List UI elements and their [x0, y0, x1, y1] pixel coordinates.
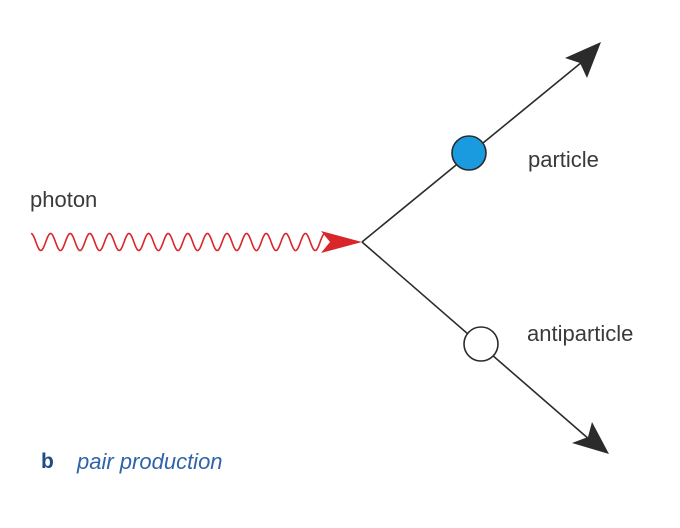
caption-text: pair production: [77, 449, 223, 474]
photon-arrowhead: [321, 231, 362, 253]
caption-letter: b: [41, 450, 54, 473]
antiparticle-arrowhead: [572, 422, 609, 454]
antiparticle-circle: [463, 326, 499, 362]
particle-circle: [451, 135, 487, 171]
antiparticle-label: antiparticle: [527, 321, 634, 346]
particle-label: particle: [528, 147, 599, 172]
photon-wave-line: [30, 232, 327, 252]
particle-arrowhead: [565, 42, 601, 78]
photon-label: photon: [30, 187, 98, 212]
